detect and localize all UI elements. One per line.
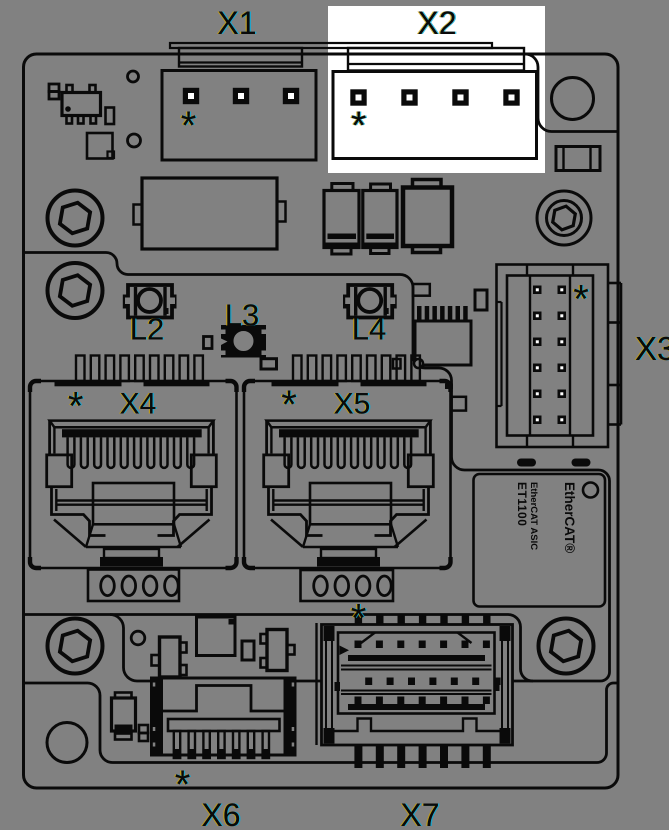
svg-text:*: * (352, 104, 368, 148)
svg-text:L3: L3 (223, 298, 257, 333)
svg-text:*: * (350, 597, 366, 641)
svg-text:*: * (351, 104, 367, 148)
svg-text:*: * (572, 278, 588, 322)
svg-text:*: * (282, 383, 298, 427)
svg-text:X2: X2 (419, 5, 458, 41)
svg-text:ET1100: ET1100 (515, 482, 529, 526)
svg-text:X5: X5 (332, 388, 369, 421)
svg-text:X6: X6 (201, 797, 240, 830)
svg-text:X5: X5 (334, 388, 371, 421)
svg-text:X3: X3 (636, 330, 669, 367)
svg-text:L4: L4 (352, 312, 386, 347)
svg-text:*: * (175, 763, 191, 807)
svg-text:*: * (182, 104, 198, 148)
svg-text:X5: X5 (335, 388, 372, 421)
svg-text:EtherCAT ASIC: EtherCAT ASIC (528, 482, 539, 550)
svg-text:*: * (350, 104, 366, 148)
svg-text:*: * (67, 385, 83, 429)
svg-text:*: * (176, 763, 192, 807)
svg-text:*: * (351, 597, 367, 641)
svg-text:L4: L4 (350, 312, 384, 347)
svg-text:X7: X7 (399, 797, 438, 830)
svg-text:*: * (573, 278, 589, 322)
svg-text:X6: X6 (203, 797, 242, 830)
svg-text:X7: X7 (400, 797, 439, 830)
svg-text:*: * (280, 383, 296, 427)
svg-text:L4: L4 (353, 312, 387, 347)
svg-text:X3: X3 (635, 330, 669, 367)
svg-text:*: * (180, 104, 196, 148)
svg-text:*: * (69, 385, 85, 429)
svg-text:X4: X4 (118, 388, 155, 421)
svg-text:L2: L2 (128, 312, 162, 347)
svg-text:X7: X7 (402, 797, 441, 830)
svg-text:*: * (181, 104, 197, 148)
svg-text:X6: X6 (200, 797, 239, 830)
svg-text:*: * (174, 763, 190, 807)
svg-text:X3: X3 (634, 330, 669, 367)
svg-text:X4: X4 (121, 388, 158, 421)
svg-text:L3: L3 (226, 298, 260, 333)
svg-text:X2: X2 (417, 5, 456, 41)
svg-text:X1: X1 (217, 5, 256, 41)
svg-text:L2: L2 (130, 312, 164, 347)
svg-text:L2: L2 (131, 312, 165, 347)
svg-text:X1: X1 (219, 5, 258, 41)
svg-text:L3: L3 (225, 298, 259, 333)
svg-text:*: * (68, 385, 84, 429)
svg-text:X2: X2 (416, 5, 455, 41)
svg-text:*: * (352, 597, 368, 641)
svg-text:X4: X4 (120, 388, 157, 421)
svg-text:X1: X1 (216, 5, 255, 41)
svg-text:EtherCAT®: EtherCAT® (562, 482, 577, 553)
svg-text:*: * (574, 278, 590, 322)
svg-text:*: * (281, 383, 297, 427)
